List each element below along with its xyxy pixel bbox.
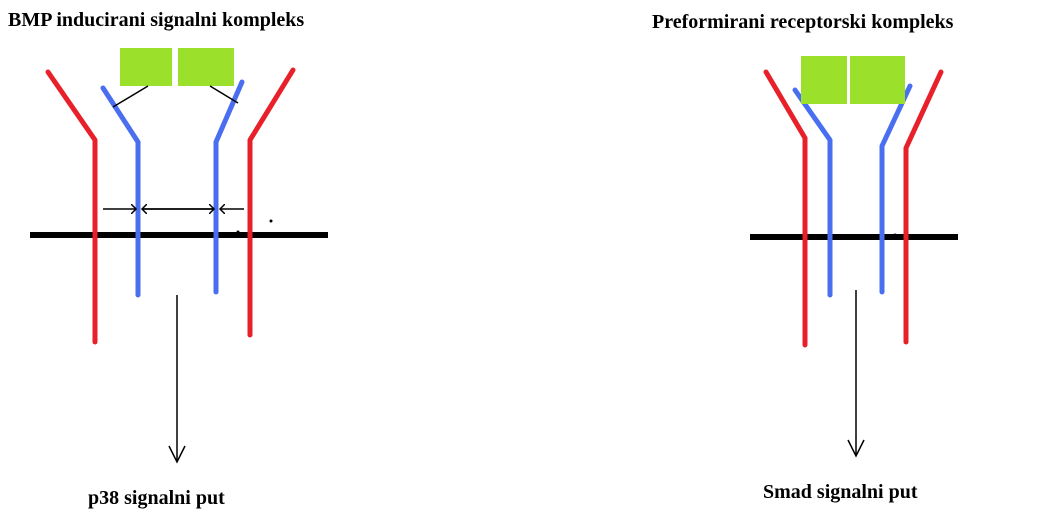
left-type2-receptor-left <box>100 85 141 298</box>
left-ligand-block-2 <box>178 48 234 86</box>
left-ligand-block-1 <box>120 48 172 86</box>
right-type1-receptor-left <box>763 69 808 348</box>
left-panel-title: BMP inducirani signalni kompleks <box>8 9 305 31</box>
left-ligand-tether-2 <box>209 85 239 104</box>
left-type2-receptor-right <box>213 79 245 295</box>
right-ligand-block-1 <box>801 56 847 104</box>
right-panel-title: Preformirani receptorski kompleks <box>652 11 954 33</box>
right-ligand-block-2 <box>850 56 905 104</box>
right-pathway-label: Smad signalni put <box>763 481 918 503</box>
right-type1-receptor-right <box>903 69 944 345</box>
right-dot <box>893 233 897 237</box>
left-complex <box>30 48 328 464</box>
left-type1-receptor-left <box>45 69 98 345</box>
left-signal-arrowhead <box>168 445 186 464</box>
left-dot-2 <box>236 230 240 234</box>
left-type1-receptor-right <box>247 67 296 338</box>
left-dot-1 <box>269 219 273 223</box>
right-complex <box>750 56 958 458</box>
right-type2-receptor-right <box>879 83 913 295</box>
left-pathway-label: p38 signalni put <box>88 487 225 509</box>
right-type2-receptor-left <box>792 87 833 298</box>
left-ligand-tether-1 <box>112 85 149 108</box>
right-signal-arrowhead <box>847 439 865 458</box>
